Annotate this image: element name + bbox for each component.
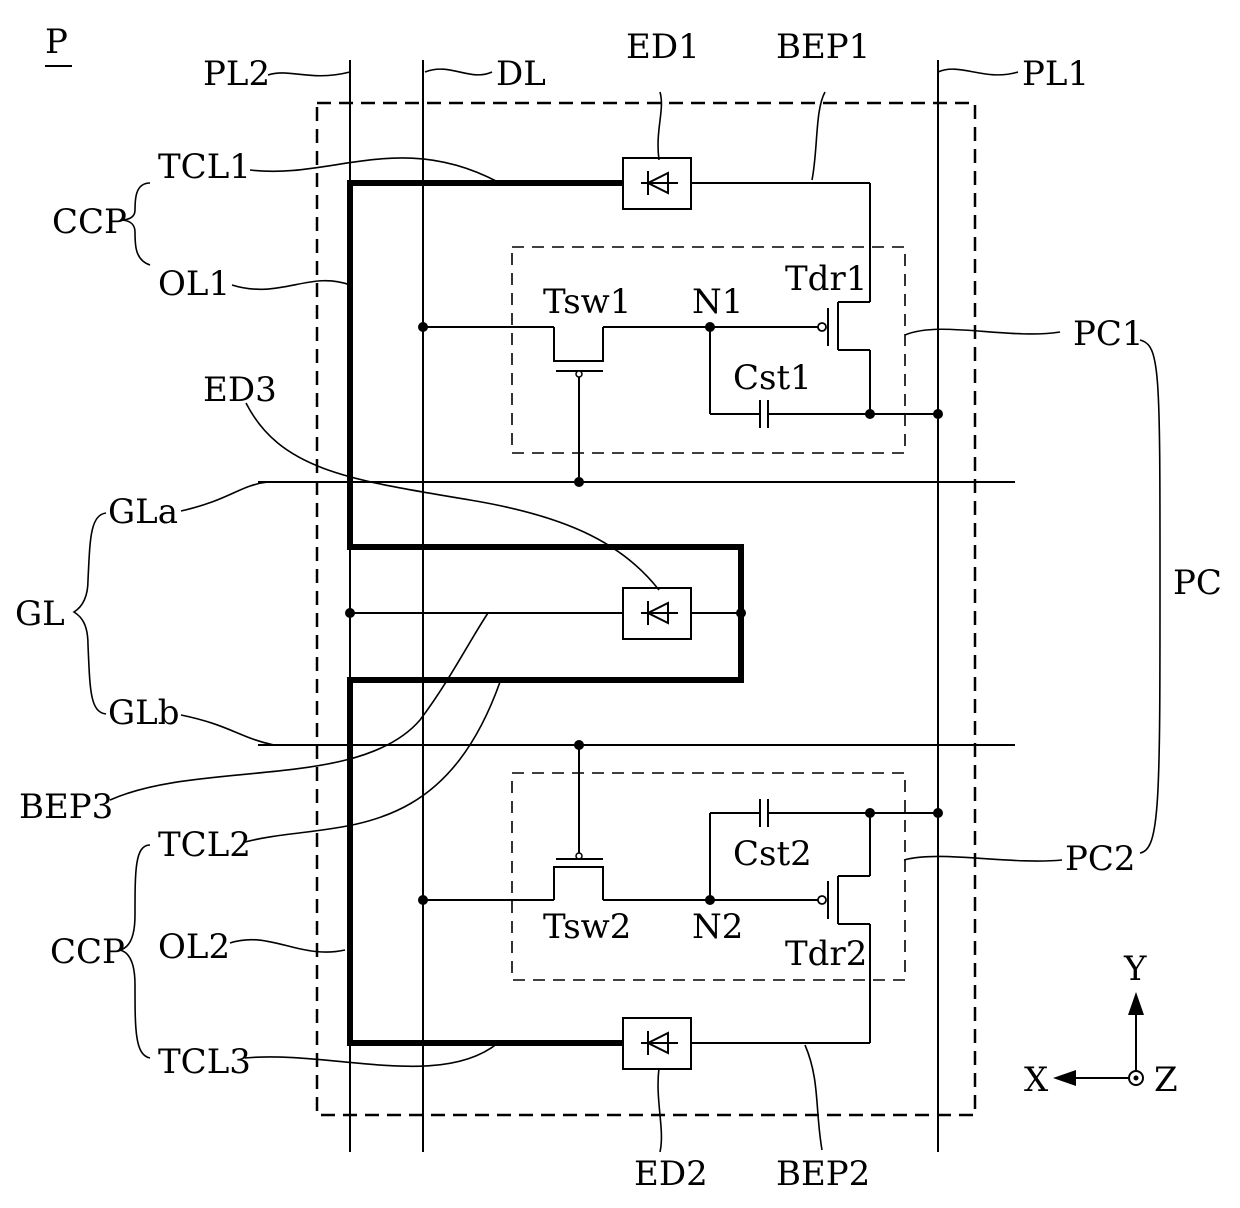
axis-indicator bbox=[1053, 992, 1144, 1086]
label-tdr1: Tdr1 bbox=[785, 259, 867, 299]
label-dl: DL bbox=[496, 54, 546, 94]
label-cst2: Cst2 bbox=[733, 834, 812, 874]
transistor-tdr2 bbox=[818, 813, 870, 1043]
label-ccp-top: CCP bbox=[52, 202, 127, 242]
label-pl1: PL1 bbox=[1022, 54, 1089, 94]
label-ol2: OL2 bbox=[158, 927, 230, 967]
transistor-tsw2 bbox=[554, 745, 603, 900]
label-n2: N2 bbox=[692, 907, 743, 947]
label-n1: N1 bbox=[692, 282, 743, 322]
label-gla: GLa bbox=[108, 492, 178, 532]
label-pl2: PL2 bbox=[203, 54, 270, 94]
pixel-boundary bbox=[317, 103, 975, 1115]
label-tsw1: Tsw1 bbox=[543, 282, 631, 322]
diode-ed1 bbox=[623, 158, 691, 209]
transistor-tsw1 bbox=[554, 327, 603, 482]
label-bep1: BEP1 bbox=[776, 27, 870, 67]
label-ed2: ED2 bbox=[634, 1154, 708, 1194]
label-bep3: BEP3 bbox=[19, 787, 113, 827]
label-tcl2: TCL2 bbox=[158, 825, 251, 865]
label-tsw2: Tsw2 bbox=[543, 907, 631, 947]
diode-ed2 bbox=[623, 1018, 691, 1069]
label-pc2: PC2 bbox=[1065, 839, 1136, 879]
label-tcl3: TCL3 bbox=[158, 1042, 251, 1082]
label-ed3: ED3 bbox=[203, 370, 277, 410]
label-ccp-bottom: CCP bbox=[50, 932, 125, 972]
label-axis-z: Z bbox=[1154, 1060, 1178, 1100]
label-glb: GLb bbox=[108, 693, 180, 733]
label-ed1: ED1 bbox=[626, 27, 700, 67]
label-tdr2: Tdr2 bbox=[785, 934, 867, 974]
label-ol1: OL1 bbox=[158, 264, 230, 304]
label-axis-y: Y bbox=[1123, 949, 1147, 989]
label-tcl1: TCL1 bbox=[158, 147, 251, 187]
label-axis-x: X bbox=[1024, 1060, 1049, 1100]
transistor-tdr1 bbox=[818, 302, 870, 414]
label-cst1: Cst1 bbox=[733, 358, 812, 398]
label-pc: PC bbox=[1173, 563, 1222, 603]
label-pc1: PC1 bbox=[1073, 314, 1144, 354]
diode-ed3 bbox=[623, 588, 691, 639]
label-gl: GL bbox=[15, 594, 65, 634]
label-bep2: BEP2 bbox=[776, 1154, 870, 1194]
label-figure-p: P bbox=[45, 22, 68, 62]
